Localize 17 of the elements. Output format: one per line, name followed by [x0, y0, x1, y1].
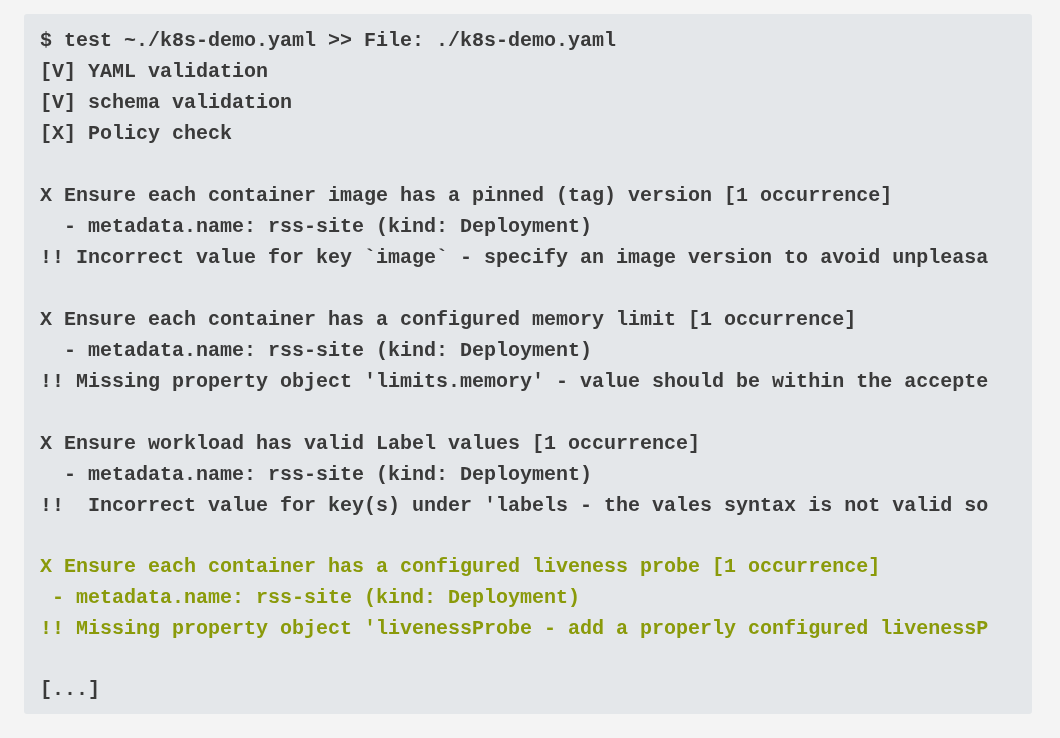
resource-line: - metadata.name: rss-site (kind: Deployment)	[52, 586, 581, 610]
ellipsis-line: [...]	[40, 678, 100, 702]
error-message: !! Incorrect value for key(s) under 'labels - the vales syntax is not valid so	[40, 494, 989, 518]
resource-line: - metadata.name: rss-site (kind: Deployment)	[64, 463, 593, 487]
resource-line: - metadata.name: rss-site (kind: Deployment)	[64, 215, 593, 239]
error-message: !! Missing property object 'livenessProbe - add a properly configured livenessP	[40, 617, 989, 641]
check-result: [X] Policy check	[40, 122, 233, 146]
command-line: $ test ~./k8s-demo.yaml >> File: ./k8s-demo.yaml	[40, 29, 617, 53]
rule-failure: X Ensure each container has a configured memory limit [1 occurrence]	[40, 308, 857, 332]
check-result: [V] schema validation	[40, 91, 293, 115]
rule-failure: X Ensure workload has valid Label values [1 occurrence]	[40, 432, 701, 456]
error-message: !! Incorrect value for key `image` - specify an image version to avoid unpleasa	[40, 246, 989, 270]
check-result: [V] YAML validation	[40, 60, 269, 84]
rule-failure: X Ensure each container has a configured liveness probe [1 occurrence]	[40, 555, 881, 579]
error-message: !! Missing property object 'limits.memory' - value should be within the accepte	[40, 370, 989, 394]
rule-failure: X Ensure each container image has a pinned (tag) version [1 occurrence]	[40, 184, 893, 208]
resource-line: - metadata.name: rss-site (kind: Deployment)	[64, 339, 593, 363]
